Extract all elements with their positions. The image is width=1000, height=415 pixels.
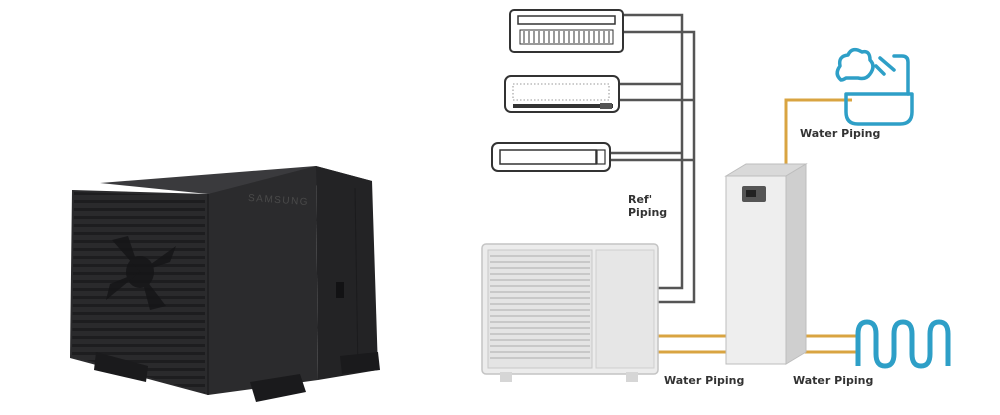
ref-piping-label-line2: Piping [628,206,668,219]
ref-piping-label-line1: Ref' [628,193,653,206]
water-piping-radiator-label: Water Piping [793,374,874,387]
outdoor-unit-icon [481,243,659,382]
water-piping [656,98,858,354]
ref-piping-label: Ref' Piping [628,193,667,219]
radiator-icon [855,319,951,369]
water-piping-hot-water-label: Water Piping [800,127,881,140]
water-piping-outdoor-label: Water Piping [664,374,745,387]
hydro-unit-icon [724,163,808,365]
bath-shower-icon [835,47,914,126]
slim-wall-indoor-unit-icon [491,142,611,172]
cassette-indoor-unit-icon [509,9,624,53]
refrigerant-piping [610,13,696,304]
wall-mounted-indoor-unit-icon [504,75,620,113]
